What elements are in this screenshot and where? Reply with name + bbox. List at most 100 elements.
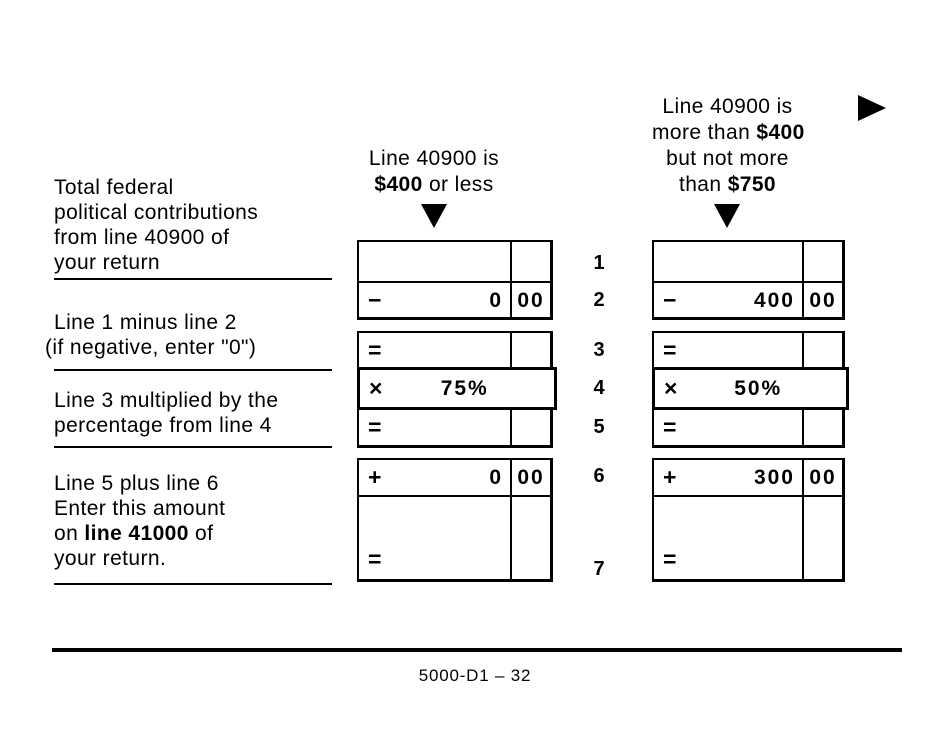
col1-line3-dollars-field: = [359, 333, 510, 367]
multiply-operator: × [369, 375, 383, 401]
col2-line3-dollars-field: = [654, 333, 802, 367]
label-line: (if negative, enter "0") [45, 336, 257, 359]
row-label-line1: Total federal political contributions fr… [54, 175, 258, 275]
col1-line7-dollars-field: = [359, 497, 510, 579]
col1-row1 [359, 242, 550, 281]
label-line: Total federal [54, 176, 174, 199]
arrow-right-icon [858, 95, 886, 121]
plus-operator: + [663, 464, 677, 490]
col1-line3-cents-field [510, 333, 550, 367]
column-header-400-to-750: Line 40900 is more than $400 but not mor… [652, 94, 805, 198]
col2-row6: + 300 00 [654, 460, 842, 495]
line-number-2: 2 [593, 289, 605, 311]
col2-line2-cents-field: 00 [802, 283, 842, 317]
label-underline [54, 278, 332, 280]
label-line: percentage from line 4 [54, 414, 272, 437]
col2-line7-cents-field [802, 497, 842, 579]
col2-line4-percentage-box: × 50% [652, 367, 849, 410]
label-line: your return [54, 251, 160, 274]
equals-operator: = [368, 414, 382, 440]
col1-line6-dollars-field: + 0 [359, 460, 510, 495]
col2-row7: = [654, 495, 842, 579]
col1-line2-cents-value: 00 [517, 288, 545, 312]
col2-row2: − 400 00 [654, 281, 842, 317]
col1-line6-cents-field: 00 [510, 460, 550, 495]
col2-line2-dollars-value: 400 [753, 288, 795, 312]
col1-row5: = [359, 410, 550, 445]
col2-row5: = [654, 410, 842, 445]
row-label-line5: Line 3 multiplied by the percentage from… [54, 388, 278, 438]
line-number-1: 1 [593, 252, 605, 274]
col1-line1-cents-field [510, 242, 550, 281]
col1-line1-dollars-field [359, 242, 510, 281]
header-line: $400 or less [374, 173, 494, 196]
equals-operator: = [663, 546, 677, 572]
label-line: your return. [54, 547, 167, 570]
equals-operator: = [368, 336, 382, 363]
header-line: more than $400 [652, 121, 805, 144]
line-number-5: 5 [593, 416, 605, 438]
col2-line1-dollars-field [654, 242, 802, 281]
col1-line2-cents-field: 00 [510, 283, 550, 317]
calc-box-col1-rows6-7: + 0 00 = [357, 458, 553, 582]
label-line: Line 3 multiplied by the [54, 389, 279, 412]
label-underline [54, 583, 332, 585]
label-line: from line 40900 of [54, 226, 230, 249]
plus-operator: + [368, 464, 382, 490]
minus-operator: − [663, 286, 677, 313]
triangle-down-icon [421, 204, 447, 228]
col2-line6-cents-field: 00 [802, 460, 842, 495]
col2-line5-dollars-field: = [654, 410, 802, 445]
label-line: political contributions [54, 201, 259, 224]
equals-operator: = [663, 336, 677, 363]
col2-line3-cents-field [802, 333, 842, 367]
header-line: Line 40900 is [662, 95, 793, 118]
col2-line6-cents-value: 00 [809, 466, 837, 489]
multiply-operator: × [664, 375, 678, 401]
col1-line4-percentage-value: 75% [440, 377, 489, 400]
col2-line2-dollars-field: − 400 [654, 283, 802, 317]
label-line: Line 1 minus line 2 [54, 311, 237, 334]
label-line: Enter this amount [54, 497, 226, 520]
col2-line2-cents-value: 00 [809, 288, 837, 312]
col1-row2: − 0 00 [359, 281, 550, 317]
line-number-7: 7 [593, 558, 605, 580]
col1-line7-cents-field [510, 497, 550, 579]
label-underline [54, 369, 332, 371]
col1-row3: = [359, 333, 550, 367]
header-line: than $750 [678, 173, 777, 196]
col2-row3: = [654, 333, 842, 367]
label-line: on line 41000 of [54, 522, 214, 545]
calc-box-col1-rows1-2: − 0 00 [357, 240, 553, 320]
col2-line6-dollars-value: 300 [753, 466, 795, 489]
line-number-6: 6 [593, 465, 605, 487]
line-number-4: 4 [593, 377, 605, 399]
col2-line5-cents-field [802, 410, 842, 445]
col1-line5-dollars-field: = [359, 410, 510, 445]
equals-operator: = [368, 546, 382, 572]
line-number-3: 3 [593, 339, 605, 361]
page-number: 5000-D1 – 32 [418, 666, 532, 685]
col2-line6-dollars-field: + 300 [654, 460, 802, 495]
col1-line2-dollars-field: − 0 [359, 283, 510, 317]
calc-box-col2-rows6-7: + 300 00 = [652, 458, 845, 582]
col1-line5-cents-field [510, 410, 550, 445]
col2-line4-percentage-value: 50% [734, 377, 783, 400]
header-line: but not more [666, 147, 789, 170]
footer-rule [52, 648, 902, 652]
col2-row1 [654, 242, 842, 281]
triangle-down-icon [714, 204, 740, 228]
row-label-line7: Line 5 plus line 6 Enter this amount on … [54, 471, 225, 571]
row-label-line3: Line 1 minus line 2 (if negative, enter … [45, 310, 256, 360]
col1-row7: = [359, 495, 550, 579]
label-line: Line 5 plus line 6 [54, 472, 219, 495]
col1-line4-percentage-box: × 75% [357, 367, 557, 410]
col1-row6: + 0 00 [359, 460, 550, 495]
col2-line1-cents-field [802, 242, 842, 281]
col1-line6-cents-value: 00 [517, 466, 545, 489]
col1-line6-dollars-value: 0 [489, 466, 503, 489]
minus-operator: − [368, 286, 382, 313]
calc-box-col2-rows1-2: − 400 00 [652, 240, 845, 320]
col2-line7-dollars-field: = [654, 497, 802, 579]
